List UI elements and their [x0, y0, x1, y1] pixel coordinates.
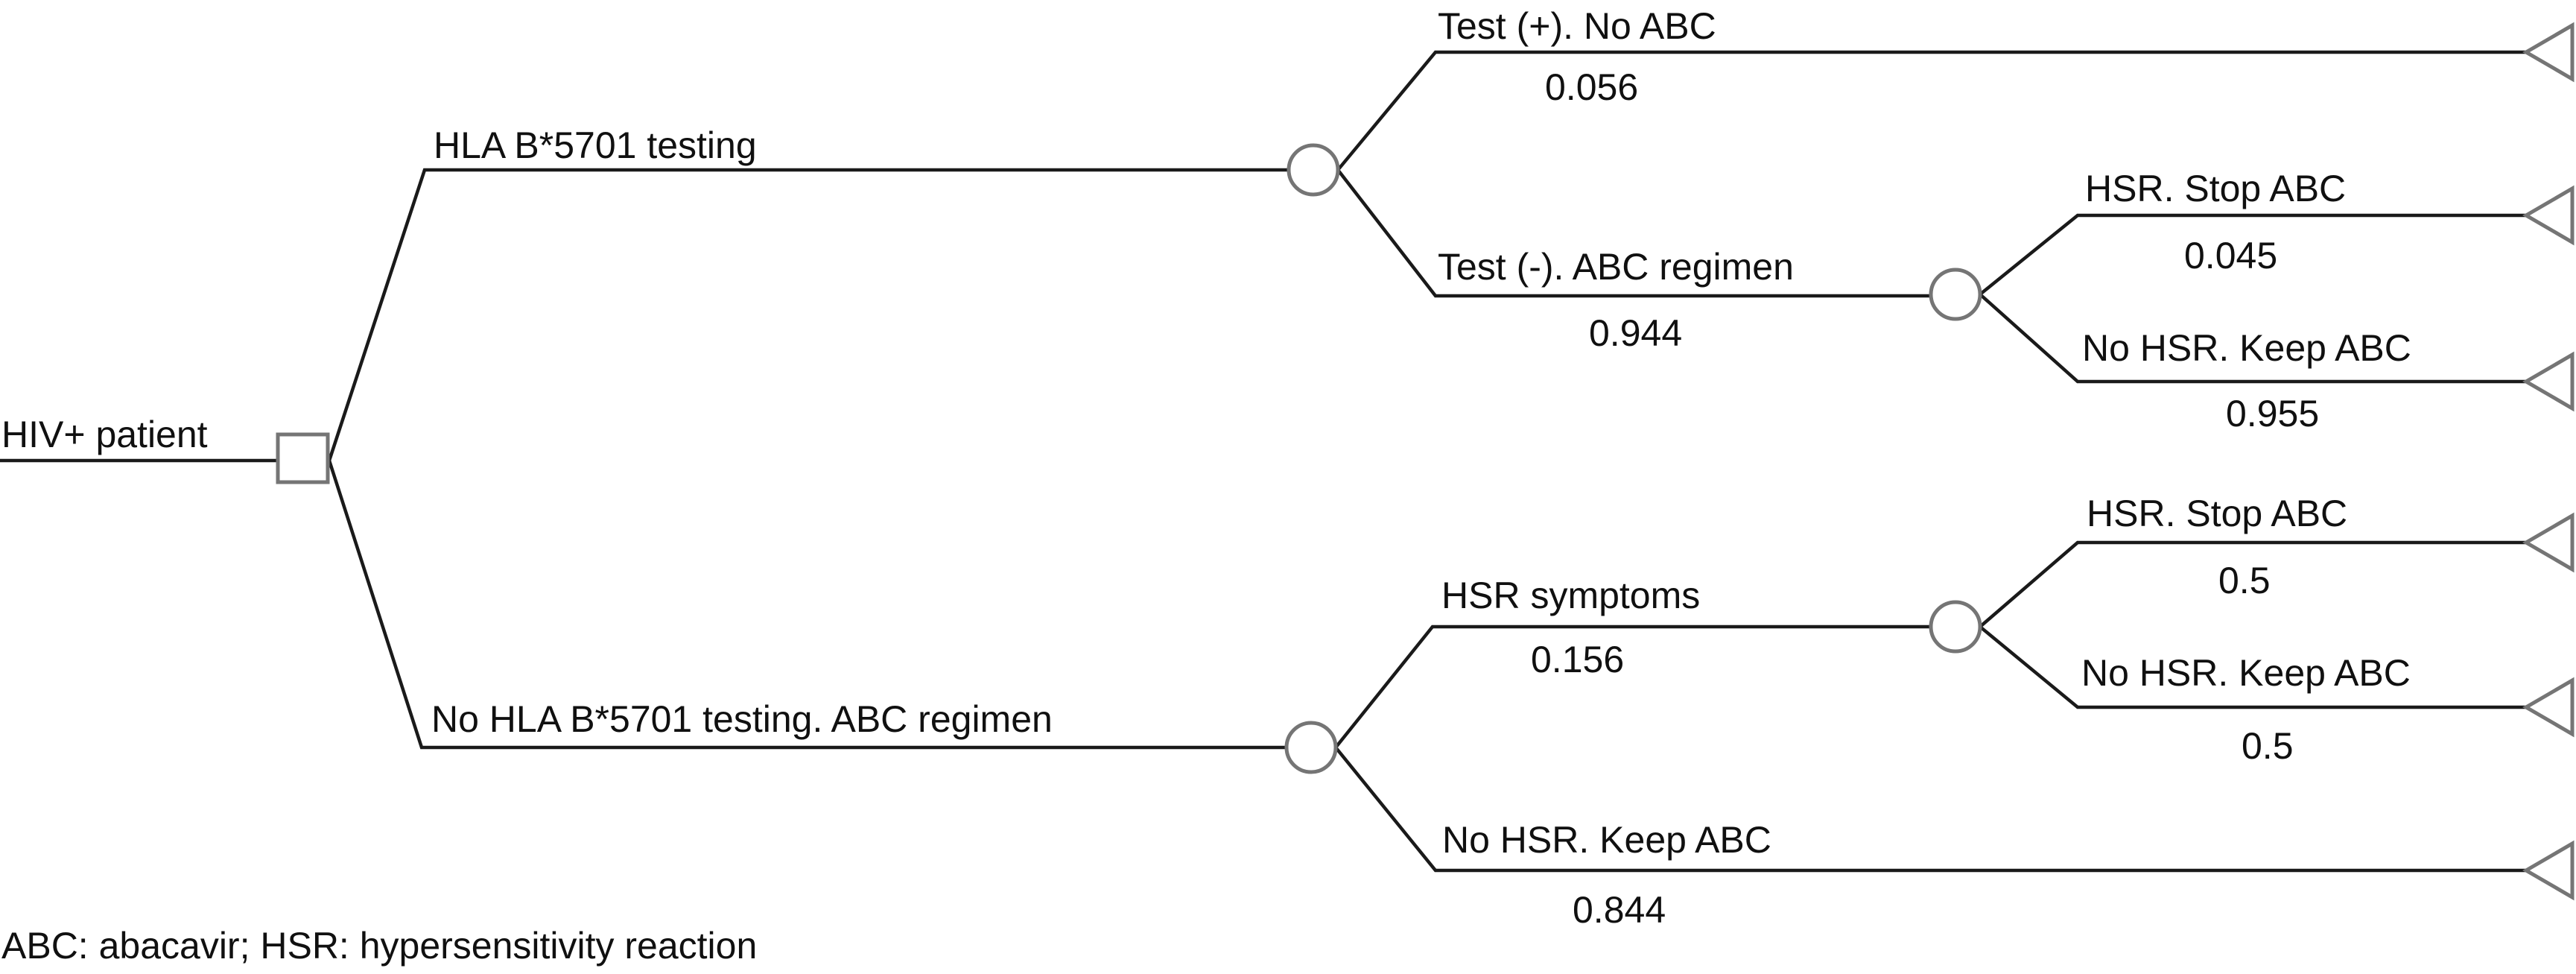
- probability-test-positive: 0.056: [1545, 66, 1639, 108]
- branch-line-untested-no-hsr-keep: [1334, 746, 2526, 873]
- branch-line-symptoms-hsr-stop: [1979, 540, 2526, 628]
- branch-label-untested-no-hsr-keep: No HSR. Keep ABC: [1442, 819, 1771, 861]
- chance-node-hsr-symptoms-outcome: [1929, 600, 1982, 654]
- branch-label-test-positive: Test (+). No ABC: [1438, 5, 1716, 47]
- branch-line-no-hla-testing: [327, 460, 1287, 750]
- branch-line-hla-testing: [327, 168, 1289, 461]
- branch-line-tested-no-hsr-keep: [1979, 293, 2526, 384]
- branch-label-tested-hsr-stop: HSR. Stop ABC: [2085, 168, 2347, 209]
- branch-line-test-positive: [1336, 50, 2526, 171]
- terminal-triangle-test-positive: [2522, 22, 2575, 83]
- branch-label-tested-no-hsr-keep: No HSR. Keep ABC: [2082, 327, 2411, 369]
- branch-label-symptoms-no-hsr-keep: No HSR. Keep ABC: [2081, 652, 2411, 694]
- probability-untested-no-hsr-keep: 0.844: [1573, 889, 1666, 931]
- branch-label-hsr-symptoms: HSR symptoms: [1441, 575, 1701, 616]
- terminal-triangle-symptoms-hsr-stop: [2522, 512, 2575, 573]
- branch-label-no-hla-testing: No HLA B*5701 testing. ABC regimen: [431, 698, 1053, 740]
- chance-node-test-negative-outcome: [1929, 268, 1982, 321]
- probability-test-negative: 0.944: [1589, 312, 1683, 354]
- decision-node-square: [276, 432, 330, 484]
- branch-line-symptoms-no-hsr-keep: [1979, 625, 2526, 709]
- terminal-triangle-tested-hsr-stop: [2522, 185, 2575, 246]
- probability-tested-no-hsr-keep: 0.955: [2226, 393, 2320, 434]
- chance-node-test-result: [1287, 143, 1340, 197]
- abbreviations-footnote: ABC: abacavir; HSR: hypersensitivity rea…: [1, 925, 758, 967]
- branch-label-test-negative: Test (-). ABC regimen: [1438, 246, 1794, 288]
- branch-label-symptoms-hsr-stop: HSR. Stop ABC: [2087, 493, 2348, 534]
- branch-line-tested-hsr-stop: [1979, 213, 2526, 296]
- probability-symptoms-no-hsr-keep: 0.5: [2242, 725, 2294, 767]
- chance-node-no-testing-outcome: [1284, 721, 1338, 774]
- terminal-triangle-symptoms-no-hsr-keep: [2522, 677, 2575, 738]
- root-node-label: HIV+ patient: [1, 414, 208, 455]
- probability-symptoms-hsr-stop: 0.5: [2218, 560, 2271, 601]
- branch-line-hsr-symptoms: [1334, 624, 1931, 749]
- probability-tested-hsr-stop: 0.045: [2184, 235, 2278, 276]
- terminal-triangle-tested-no-hsr-keep: [2522, 351, 2575, 412]
- branch-label-hla-testing: HLA B*5701 testing: [434, 124, 757, 166]
- probability-hsr-symptoms: 0.156: [1531, 639, 1625, 680]
- terminal-triangle-untested-no-hsr-keep: [2522, 840, 2575, 901]
- branch-line-test-negative: [1336, 168, 1931, 298]
